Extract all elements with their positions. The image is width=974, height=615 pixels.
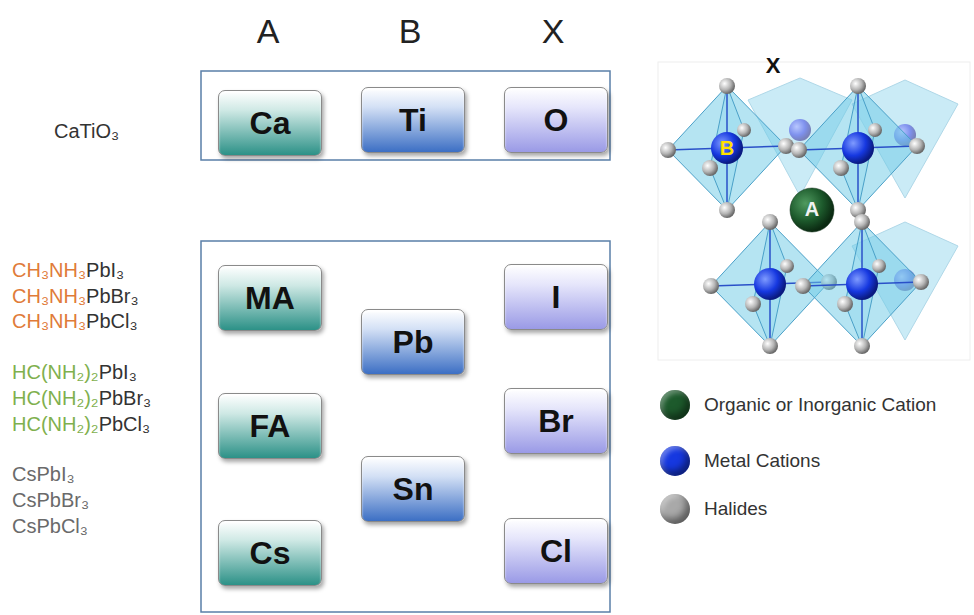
element-symbol: Ti bbox=[399, 102, 427, 139]
element-tile: Ca bbox=[218, 90, 322, 156]
element-tile: Br bbox=[504, 388, 608, 454]
perovskite-crystal bbox=[658, 62, 970, 360]
formula-cation: Cs bbox=[12, 515, 36, 538]
legend-swatch bbox=[660, 494, 690, 524]
legend-entry: Metal Cations bbox=[660, 446, 820, 476]
element-tile: Sn bbox=[361, 456, 465, 522]
element-symbol: O bbox=[544, 102, 569, 139]
column-header: B bbox=[399, 12, 422, 51]
formula-rest: PbI₃ bbox=[99, 361, 137, 384]
element-symbol: Cl bbox=[540, 533, 572, 570]
formula-rest: PbBr₃ bbox=[99, 387, 152, 410]
element-tile: O bbox=[504, 87, 608, 153]
formula-rest: PbI₃ bbox=[86, 259, 124, 282]
formula-cation: CH₃NH₃ bbox=[12, 310, 86, 333]
site-label: A bbox=[805, 198, 819, 221]
legend-swatch bbox=[660, 390, 690, 420]
legend-swatch bbox=[660, 446, 690, 476]
legend-label: Organic or Inorganic Cation bbox=[704, 394, 936, 416]
legend-entry: Organic or Inorganic Cation bbox=[660, 390, 936, 420]
element-symbol: MA bbox=[245, 280, 295, 317]
formula-rest: PbCl₃ bbox=[36, 515, 88, 538]
element-symbol: FA bbox=[250, 408, 291, 445]
element-symbol: Br bbox=[538, 403, 574, 440]
legend-entry: Halides bbox=[660, 494, 767, 524]
element-tile: I bbox=[504, 264, 608, 330]
formula: CaTiO₃ bbox=[54, 120, 119, 143]
formula-rest: PbCl₃ bbox=[86, 310, 138, 333]
formula-cation: CH₃NH₃ bbox=[12, 259, 86, 282]
group-frame bbox=[201, 241, 610, 612]
element-tile: Ti bbox=[361, 87, 465, 153]
formula-rest: PbI₃ bbox=[36, 463, 74, 486]
formula-rest: PbCl₃ bbox=[99, 413, 151, 436]
legend-label: Halides bbox=[704, 498, 767, 520]
element-tile: FA bbox=[218, 393, 322, 459]
element-tile: Pb bbox=[361, 309, 465, 375]
formula-cation: Cs bbox=[12, 489, 36, 512]
element-tile: MA bbox=[218, 265, 322, 331]
formula-rest: PbBr₃ bbox=[36, 489, 89, 512]
element-symbol: Cs bbox=[250, 535, 291, 572]
formula-cation: HC(NH₂)₂ bbox=[12, 413, 99, 436]
element-symbol: Ca bbox=[250, 105, 291, 142]
formula-cation: CH₃NH₃ bbox=[12, 285, 86, 308]
column-header: X bbox=[542, 12, 565, 51]
element-symbol: Pb bbox=[393, 324, 434, 361]
element-symbol: I bbox=[552, 279, 561, 316]
site-label: X bbox=[766, 53, 781, 78]
legend-label: Metal Cations bbox=[704, 450, 820, 472]
formula-cation: HC(NH₂)₂ bbox=[12, 387, 99, 410]
formula-cation: Cs bbox=[12, 463, 36, 486]
site-label: B bbox=[720, 137, 734, 160]
group-frame bbox=[201, 71, 610, 160]
element-symbol: Sn bbox=[393, 471, 434, 508]
element-tile: Cs bbox=[218, 520, 322, 586]
formula-cation: HC(NH₂)₂ bbox=[12, 361, 99, 384]
column-header: A bbox=[257, 12, 280, 51]
element-tile: Cl bbox=[504, 518, 608, 584]
formula-rest: PbBr₃ bbox=[86, 285, 139, 308]
